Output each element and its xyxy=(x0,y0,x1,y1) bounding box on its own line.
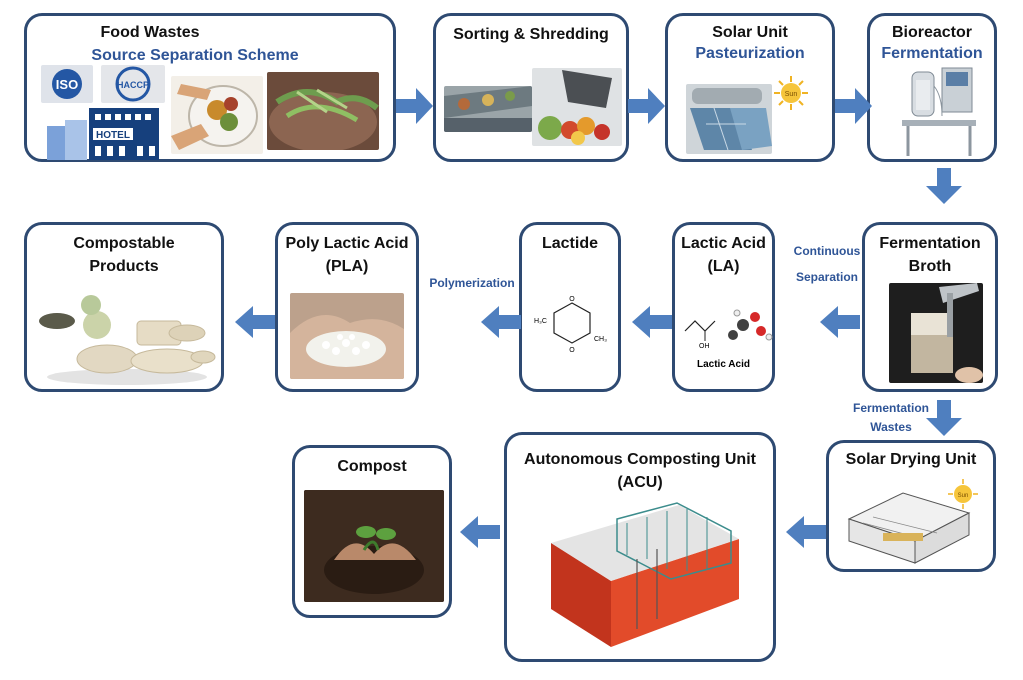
acu-model-image xyxy=(547,499,743,649)
bioreactor-photo xyxy=(898,66,980,158)
acu-box: Autonomous Composting Unit (ACU) xyxy=(504,432,776,662)
lactide-o-top: O xyxy=(569,296,575,303)
lactic-acid-oh: OH xyxy=(699,343,710,349)
compostable-title-line1: Compostable xyxy=(73,235,175,252)
solar-drying-box: Solar Drying Unit Sun xyxy=(826,440,996,572)
arrow-acu-to-compost xyxy=(460,516,500,548)
haccp-logo-text: HACCP xyxy=(117,80,149,90)
arrow-solar-to-bioreactor xyxy=(835,88,873,124)
fermentation-broth-photo xyxy=(889,283,983,383)
compost-box: Compost xyxy=(292,445,452,618)
solar-dryer-diagram: Sun xyxy=(843,479,989,567)
food-wastes-box: Food Wastes Source Separation Scheme ISO… xyxy=(24,13,396,162)
fermentation-broth-box: Fermentation Broth xyxy=(862,222,998,392)
fermentation-wastes-label-line1: Fermentation xyxy=(852,401,929,415)
solar-unit-title: Solar Unit xyxy=(712,24,788,41)
solar-unit-box: Solar Unit Pasteurization Sun xyxy=(665,13,835,162)
lactic-acid-title-line2: (LA) xyxy=(707,258,740,275)
arrow-broth-to-drying xyxy=(926,400,962,436)
food-wastes-subtitle: Source Separation Scheme xyxy=(91,47,299,64)
sun-icon-text: Sun xyxy=(785,91,798,98)
arrow-bioreactor-to-broth xyxy=(926,168,962,204)
haccp-logo: HACCP xyxy=(101,65,165,103)
lactic-acid-title-line1: Lactic Acid xyxy=(681,235,766,252)
shredder-photo xyxy=(532,68,622,146)
broth-title-line2: Broth xyxy=(908,258,952,275)
bioreactor-title: Bioreactor xyxy=(891,24,973,41)
lactide-ch3: CH₃ xyxy=(594,336,607,343)
bioreactor-box: Bioreactor Fermentation xyxy=(867,13,997,162)
arrow-drying-to-acu xyxy=(786,516,826,548)
pla-title-line1: Poly Lactic Acid xyxy=(285,235,409,252)
arrow-lactic-to-lactide xyxy=(632,306,672,338)
lactic-acid-box: Lactic Acid (LA) OH Lactic Acid xyxy=(672,222,775,392)
acu-title-line1: Autonomous Composting Unit xyxy=(524,451,756,468)
lactide-structure: O O H₃C CH₃ xyxy=(532,295,612,355)
food-plate-photo xyxy=(171,76,263,154)
compost-title: Compost xyxy=(337,458,407,475)
iso-logo: ISO xyxy=(41,65,93,103)
hotel-icon: HOTEL xyxy=(45,102,163,160)
sun-icon: Sun xyxy=(774,76,808,110)
iso-logo-text: ISO xyxy=(56,77,78,92)
compost-soil-photo xyxy=(304,490,444,602)
acu-title-line2: (ACU) xyxy=(617,474,663,491)
arrow-broth-to-lactic xyxy=(820,306,860,338)
pla-title-line2: (PLA) xyxy=(325,258,369,275)
arrow-sorting-to-solar xyxy=(628,88,666,124)
lactic-acid-molecule: OH xyxy=(681,301,773,349)
polymerization-label: Polymerization xyxy=(429,276,515,290)
solar-collector-photo xyxy=(686,84,772,154)
hotel-sign-text: HOTEL xyxy=(96,130,130,141)
lactic-acid-caption: Lactic Acid xyxy=(697,359,750,370)
sorting-conveyor-photo xyxy=(444,86,532,132)
compostable-products-photo xyxy=(37,281,217,385)
arrow-lactide-to-pla xyxy=(481,306,521,338)
lactide-h3c: H₃C xyxy=(534,318,547,325)
drying-sun-text: Sun xyxy=(958,493,969,499)
continuous-separation-label-line2: Separation xyxy=(795,270,858,284)
solar-unit-subtitle: Pasteurization xyxy=(695,45,805,62)
food-wastes-title: Food Wastes xyxy=(100,24,200,41)
compost-bin-photo xyxy=(267,72,379,150)
arrow-pla-to-compostable xyxy=(235,306,275,338)
pla-pellets-photo xyxy=(290,293,404,379)
compostable-title-line2: Products xyxy=(89,258,159,275)
lactide-o-bottom: O xyxy=(569,347,575,354)
sorting-box: Sorting & Shredding xyxy=(433,13,629,162)
broth-title-line1: Fermentation xyxy=(879,235,981,252)
arrow-food-to-sorting xyxy=(396,88,434,124)
fermentation-wastes-label-line2: Wastes xyxy=(870,420,912,434)
lactide-box: Lactide O O H₃C CH₃ xyxy=(519,222,621,392)
sorting-title: Sorting & Shredding xyxy=(453,26,609,43)
lactide-title: Lactide xyxy=(541,235,598,252)
solar-drying-title: Solar Drying Unit xyxy=(845,451,977,468)
pla-box: Poly Lactic Acid (PLA) xyxy=(275,222,419,392)
bioreactor-subtitle: Fermentation xyxy=(881,45,983,62)
continuous-separation-label-line1: Continuous xyxy=(793,244,861,258)
compostable-products-box: Compostable Products xyxy=(24,222,224,392)
